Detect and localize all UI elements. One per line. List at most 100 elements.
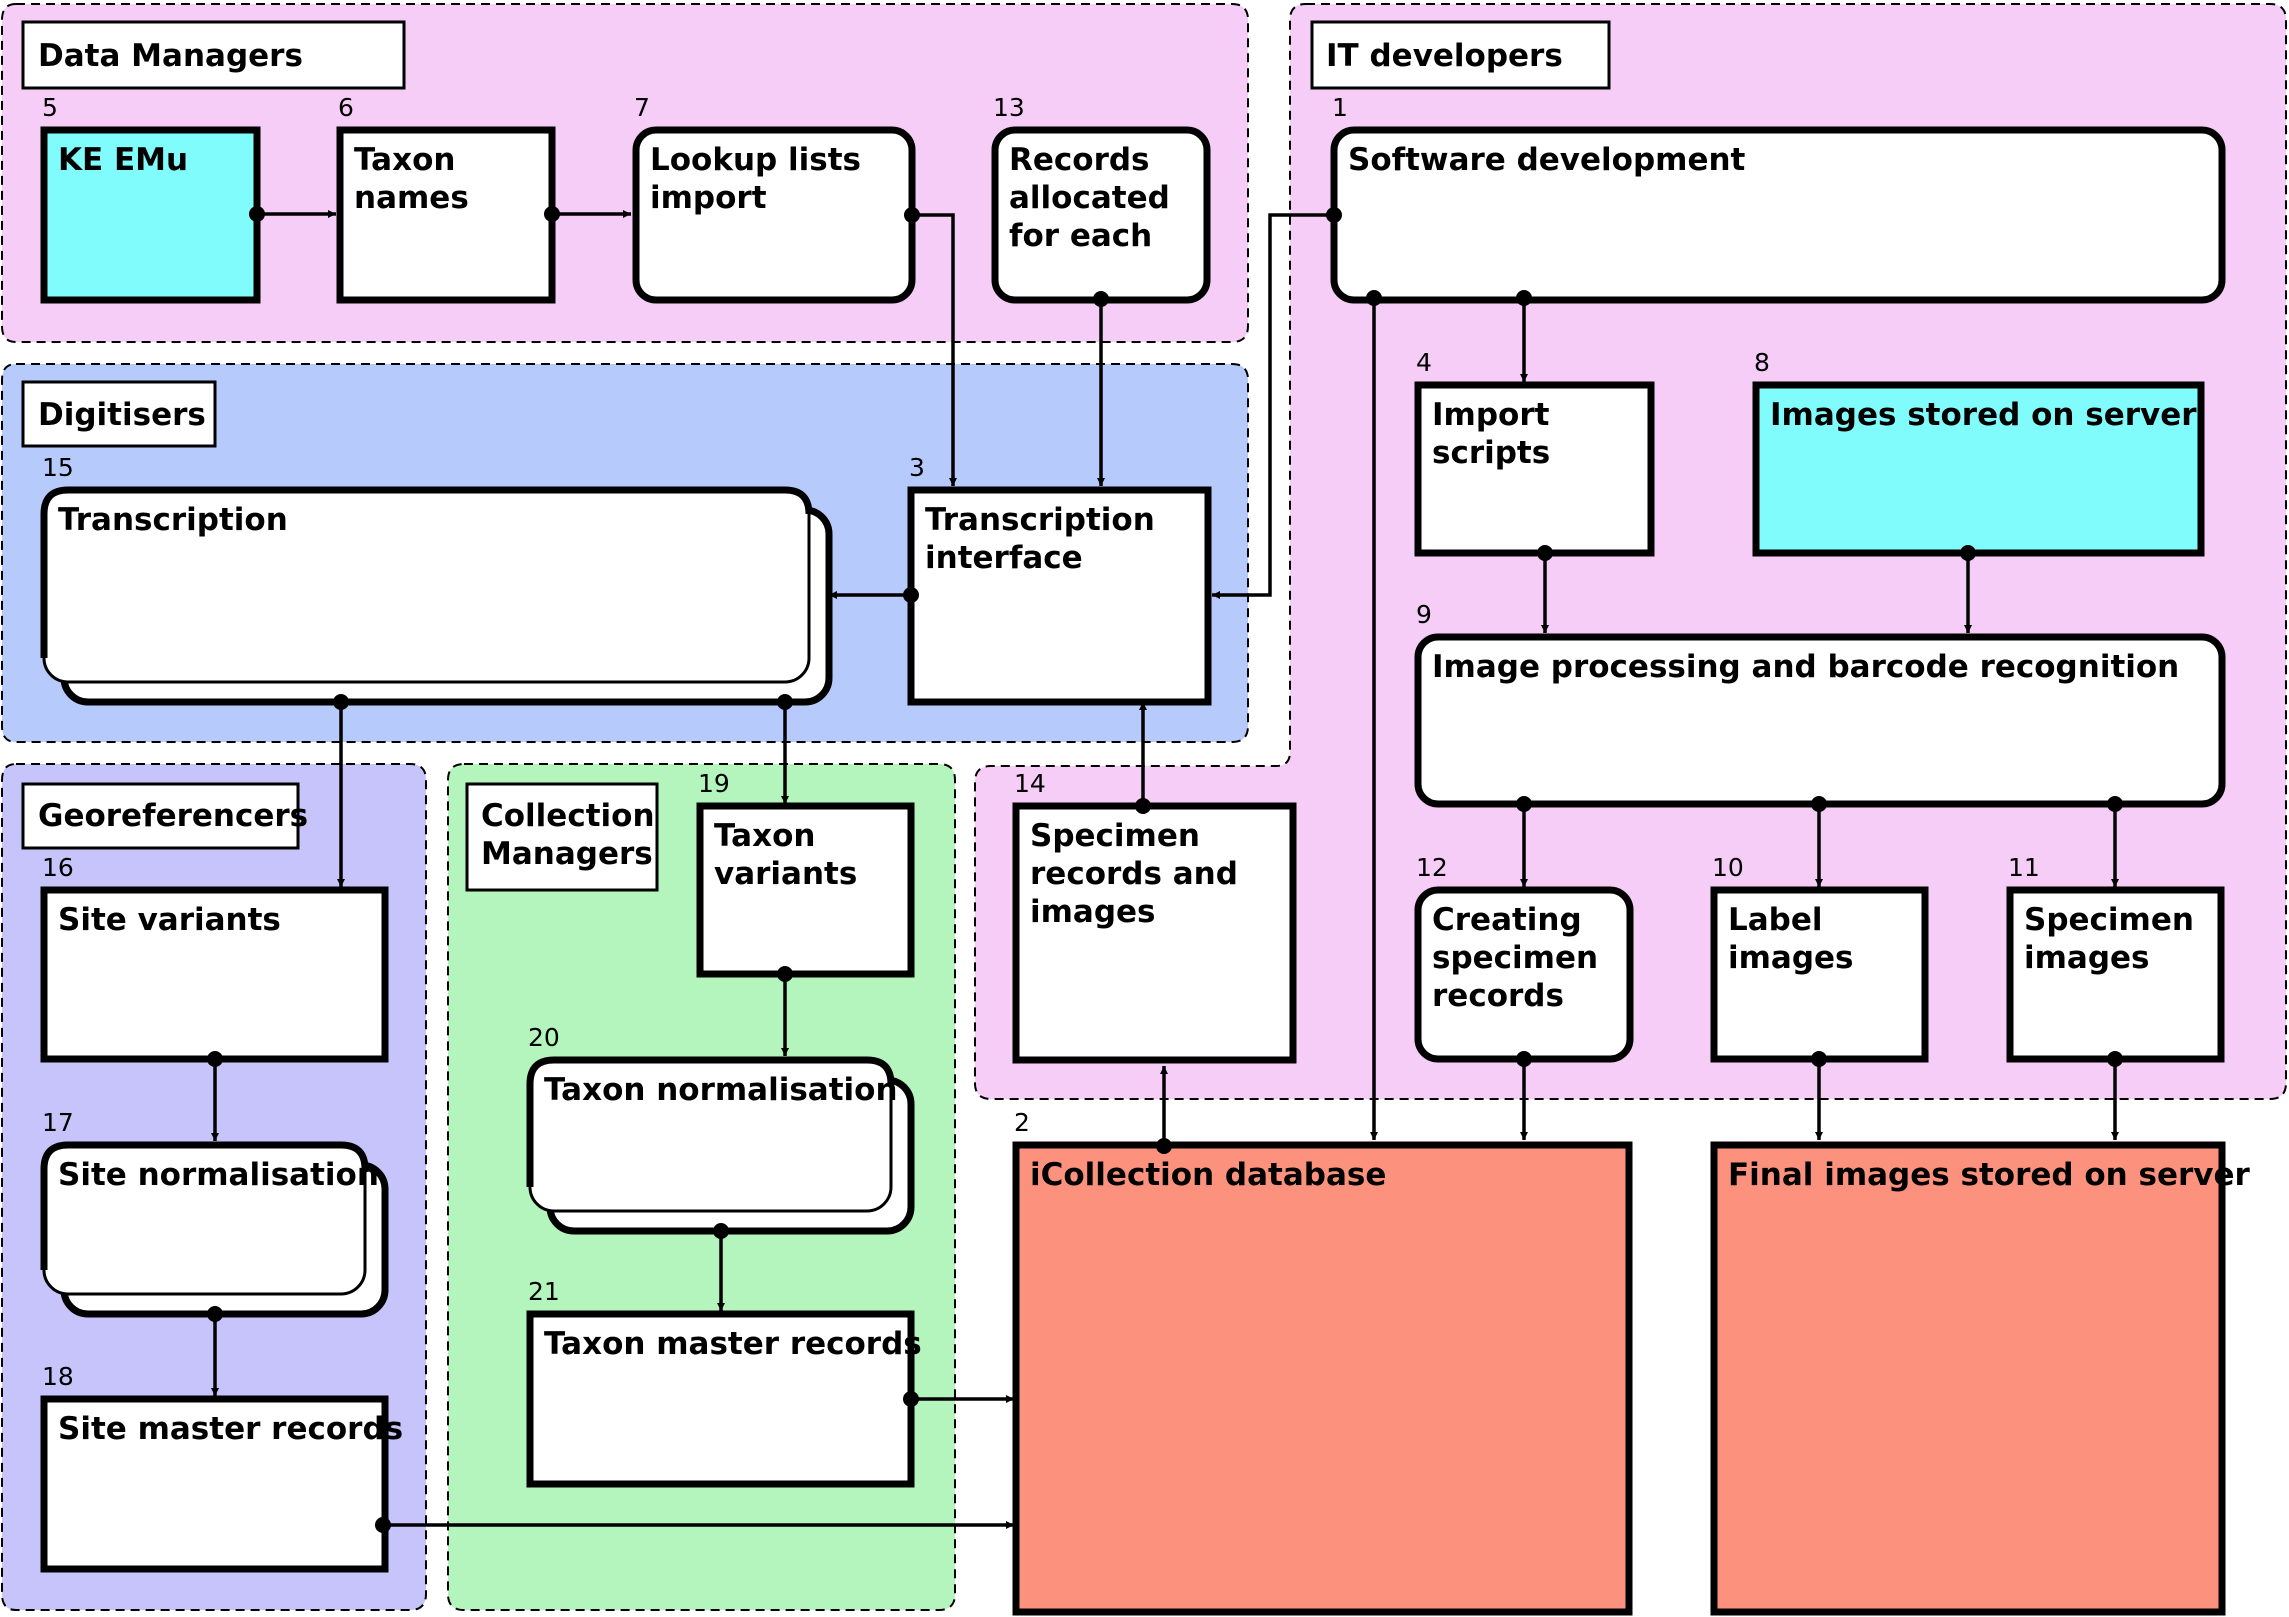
node-label: interface xyxy=(925,540,1083,576)
node-number: 19 xyxy=(698,769,730,798)
node-label: images xyxy=(1030,894,1156,930)
node-number: 7 xyxy=(634,93,650,122)
lane-title-managers: Managers xyxy=(481,836,653,872)
node-label: Lookup lists xyxy=(650,142,861,178)
node-box xyxy=(40,886,389,1063)
node-box-edge xyxy=(68,1141,369,1170)
node-box xyxy=(696,802,915,978)
node-label: import xyxy=(650,180,767,216)
node-label: Taxon xyxy=(354,142,455,178)
node-label: images xyxy=(1728,940,1854,976)
node-box xyxy=(907,486,1212,706)
node-label: Specimen xyxy=(2024,902,2194,938)
node-label: names xyxy=(354,180,469,216)
node-label: Label xyxy=(1728,902,1823,938)
edge-7-3 xyxy=(912,213,957,486)
node-label: Taxon master records xyxy=(544,1326,922,1362)
node-number: 10 xyxy=(1712,853,1744,882)
node-box xyxy=(1752,381,2205,557)
node-label: Site variants xyxy=(58,902,281,938)
node-number: 9 xyxy=(1416,600,1432,629)
node-box xyxy=(1414,381,1655,557)
node-label: for each xyxy=(1009,218,1152,254)
node-box xyxy=(40,1395,389,1573)
node-label: Images stored on server xyxy=(1770,397,2197,433)
node-number: 8 xyxy=(1754,348,1770,377)
node-label: Taxon xyxy=(714,818,815,854)
node-number: 4 xyxy=(1416,348,1432,377)
node-label: Import xyxy=(1432,397,1550,433)
node-number: 20 xyxy=(528,1023,560,1052)
node-number: 5 xyxy=(42,93,58,122)
node-label: iCollection database xyxy=(1030,1157,1386,1193)
node-number: 14 xyxy=(1014,769,1046,798)
node-label: Image processing and barcode recognition xyxy=(1432,649,2179,685)
node-label: Records xyxy=(1009,142,1150,178)
connector-dots xyxy=(207,206,2123,1533)
node-number: 6 xyxy=(338,93,354,122)
lane-title-it-developers: IT developers xyxy=(1326,38,1563,74)
node-label: variants xyxy=(714,856,857,892)
node-label: records xyxy=(1432,978,1564,1014)
node-box-edge xyxy=(68,486,813,515)
node-number: 17 xyxy=(42,1108,74,1137)
node-box xyxy=(336,126,556,304)
node-number: 18 xyxy=(42,1362,74,1391)
node-5: 5KE EMu xyxy=(40,93,261,304)
node-label: scripts xyxy=(1432,435,1550,471)
node-number: 16 xyxy=(42,853,74,882)
node-label: Transcription xyxy=(58,502,288,538)
node-box xyxy=(1710,1141,2226,1616)
node-box xyxy=(2006,886,2225,1063)
node-number: 13 xyxy=(993,93,1025,122)
node-final-images: Final images stored on server xyxy=(1710,1141,2251,1616)
edges xyxy=(207,206,2123,1533)
node-box xyxy=(526,1310,915,1488)
lane-title-digitisers: Digitisers xyxy=(38,397,206,433)
node-label: Transcription xyxy=(925,502,1155,538)
node-label: records and xyxy=(1030,856,1238,892)
node-label: Creating xyxy=(1432,902,1582,938)
node-box xyxy=(1012,802,1297,1064)
edge-1-3 xyxy=(1212,213,1334,599)
node-label: Final images stored on server xyxy=(1728,1157,2251,1193)
node-label: images xyxy=(2024,940,2150,976)
lane-titles: Data Managers IT developers Digitisers G… xyxy=(21,20,1611,892)
node-label: specimen xyxy=(1432,940,1598,976)
node-box-edge xyxy=(40,486,69,658)
node-box-edge xyxy=(554,1056,895,1085)
node-label: Taxon normalisation xyxy=(544,1072,898,1108)
node-label: Specimen xyxy=(1030,818,1200,854)
node-box xyxy=(40,126,261,304)
node-label: Software development xyxy=(1348,142,1746,178)
node-label: Site normalisation xyxy=(58,1157,379,1193)
node-number: 3 xyxy=(909,453,925,482)
node-box xyxy=(1012,1141,1633,1616)
node-number: 21 xyxy=(528,1277,560,1306)
node-box-edge xyxy=(526,1056,555,1187)
node-label: Site master records xyxy=(58,1411,403,1447)
node-number: 12 xyxy=(1416,853,1448,882)
